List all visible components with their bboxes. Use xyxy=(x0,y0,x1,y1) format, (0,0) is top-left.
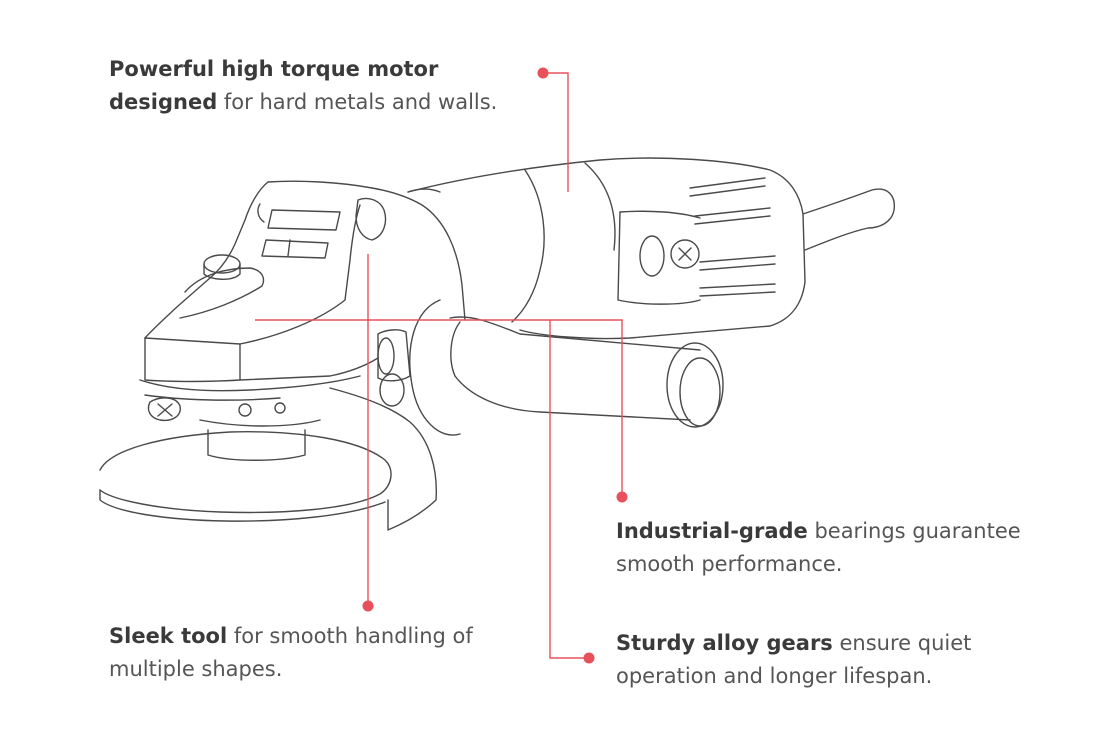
callout-sleek-text: for smooth handling of multiple shapes. xyxy=(109,624,473,681)
dot-motor xyxy=(537,67,549,79)
callout-sleek-bold: Sleek tool xyxy=(109,624,228,648)
dot-gears xyxy=(583,652,595,664)
leader-motor xyxy=(543,72,569,192)
callout-motor: Powerful high torque motor designed for … xyxy=(109,53,549,119)
dot-sleek xyxy=(362,600,374,612)
motor-housing xyxy=(407,157,806,340)
gear-head xyxy=(139,180,466,401)
side-handle xyxy=(377,299,724,436)
callout-bearings-text: bearings guarantee smooth performance. xyxy=(616,519,1021,576)
callout-bearings: Industrial-grade bearings guarantee smoo… xyxy=(616,515,1036,581)
leader-gears xyxy=(549,320,589,659)
callout-bearings-bold: Industrial-grade xyxy=(616,519,808,543)
callout-motor-bold: Powerful high torque motor designed xyxy=(109,57,439,114)
callout-sleek: Sleek tool for smooth handling of multip… xyxy=(109,620,509,686)
leader-bearings xyxy=(255,319,623,497)
cord-tail xyxy=(802,188,895,251)
callout-motor-text: for hard metals and walls. xyxy=(217,90,498,114)
guard-and-disc xyxy=(99,387,437,531)
callout-gears-bold: Sturdy alloy gears xyxy=(616,631,833,655)
callout-gears: Sturdy alloy gears ensure quiet operatio… xyxy=(616,627,1036,693)
dot-bearings xyxy=(616,491,628,503)
callout-gears-text: ensure quiet operation and longer lifesp… xyxy=(616,631,972,688)
